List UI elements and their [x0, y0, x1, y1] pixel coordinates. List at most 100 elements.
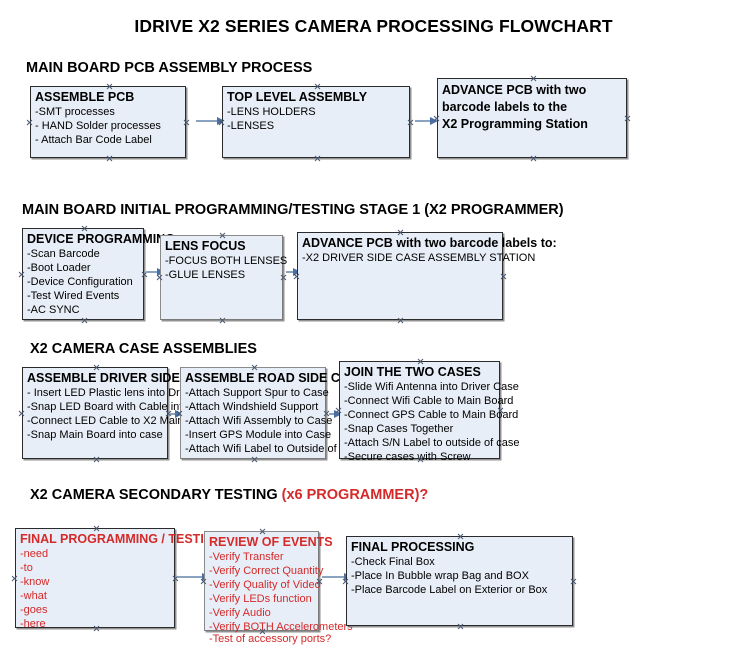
box-join-the-two-cases[interactable]: JOIN THE TWO CASES -Slide Wifi Antenna i…: [339, 358, 520, 463]
box-line: -Test Wired Events: [27, 290, 120, 302]
section-heading-x2-camera-secondary-testing: X2 CAMERA SECONDARY TESTING (x6 PROGRAMM…: [30, 487, 428, 503]
box-advance-pcb-driver-side[interactable]: ADVANCE PCB with two barcode labels to: …: [297, 229, 557, 320]
section-heading-main-board-initial-programming: MAIN BOARD INITIAL PROGRAMMING/TESTING S…: [22, 202, 564, 218]
connector-handle-top[interactable]: [81, 225, 88, 232]
box-line: -LENS HOLDERS: [227, 106, 316, 118]
connector-handle-bottom[interactable]: [397, 317, 404, 324]
connector-handle-right[interactable]: [183, 119, 190, 126]
box-line: -Verify Correct Quantity: [209, 565, 324, 577]
connector-handle-bottom[interactable]: [81, 317, 88, 324]
box-final-programming-testing[interactable]: FINAL PROGRAMMING / TESTING -need -to -k…: [15, 525, 223, 630]
section-heading-red-suffix: (x6 PROGRAMMER)?: [281, 487, 429, 503]
box-assemble-pcb[interactable]: ASSEMBLE PCB -SMT processes - HAND Solde…: [30, 86, 186, 158]
arrow-top-level-to-advance-pcb: [415, 116, 438, 125]
box-advance-pcb-programming-station[interactable]: ADVANCE PCB with two barcode labels to t…: [437, 78, 627, 158]
connector-handle-right[interactable]: [280, 274, 287, 281]
box-line: -Verify Transfer: [209, 551, 284, 563]
section-heading-text: MAIN BOARD INITIAL PROGRAMMING/TESTING S…: [22, 202, 564, 218]
box-line: -LENSES: [227, 120, 275, 132]
connector-handle-bottom[interactable]: [93, 456, 100, 463]
box-title: ASSEMBLE DRIVER SIDE CASE: [27, 371, 219, 385]
connector-handle-left[interactable]: [18, 271, 25, 278]
box-line: - Attach Bar Code Label: [35, 134, 152, 146]
box-line: -AC SYNC: [27, 304, 80, 316]
connector-handle-left[interactable]: [18, 410, 25, 417]
box-line: -Verify Audio: [209, 607, 271, 619]
connector-handle-top[interactable]: [397, 229, 404, 236]
box-title: REVIEW OF EVENTS: [209, 535, 333, 549]
arrow-lens-focus-to-advance-pcb-driver: [286, 267, 301, 276]
box-line: -Attach Wifi Assembly to Case: [185, 415, 333, 427]
connector-handle-top[interactable]: [93, 525, 100, 532]
box-line: -Verify LEDs function: [209, 593, 312, 605]
connector-handle-top[interactable]: [314, 83, 321, 90]
box-lens-focus[interactable]: LENS FOCUS -FOCUS BOTH LENSES -GLUE LENS…: [160, 232, 288, 320]
connector-handle-right[interactable]: [570, 578, 577, 585]
box-assemble-driver-side-case[interactable]: ASSEMBLE DRIVER SIDE CASE - Insert LED P…: [22, 364, 227, 459]
connector-handle-top[interactable]: [251, 364, 258, 371]
connector-handle-top[interactable]: [93, 364, 100, 371]
connector-handle-bottom[interactable]: [219, 317, 226, 324]
arrow-driver-case-to-road-case: [170, 409, 183, 418]
connector-handle-bottom[interactable]: [314, 155, 321, 162]
box-title: FINAL PROCESSING: [351, 540, 475, 554]
arrow-review-to-final-processing: [322, 572, 352, 581]
box-line: -goes: [20, 604, 48, 616]
connector-handle-bottom[interactable]: [106, 155, 113, 162]
box-title: LENS FOCUS: [165, 239, 246, 253]
connector-handle-left[interactable]: [11, 575, 18, 582]
box-line: -Snap Cases Together: [344, 423, 454, 435]
box-line: -Place Barcode Label on Exterior or Box: [351, 584, 548, 596]
connector-handle-right[interactable]: [624, 115, 631, 122]
box-line: -know: [20, 576, 50, 588]
box-line: -Snap LED Board with Cable into Case: [27, 401, 218, 413]
arrow-road-case-to-join-cases: [329, 409, 342, 418]
box-line: -GLUE LENSES: [165, 269, 246, 281]
connector-handle-bottom[interactable]: [457, 623, 464, 630]
page-title: IDRIVE X2 SERIES CAMERA PROCESSING FLOWC…: [134, 16, 613, 36]
box-title: FINAL PROGRAMMING / TESTING: [20, 532, 223, 546]
box-title: ADVANCE PCB with two barcode labels to:: [302, 236, 557, 250]
box-line: -Attach Windshield Support: [185, 401, 319, 413]
box-line: -SMT processes: [35, 106, 115, 118]
box-line: -Device Configuration: [27, 276, 133, 288]
connector-handle-top[interactable]: [259, 528, 266, 535]
connector-handle-top[interactable]: [530, 75, 537, 82]
box-line: - Insert LED Plastic lens into Driver Ca…: [27, 387, 227, 399]
section-heading-text: X2 CAMERA SECONDARY TESTING: [30, 487, 282, 503]
box-line: -Secure cases with Screw: [344, 451, 471, 463]
box-line: - HAND Solder processes: [35, 120, 161, 132]
connector-handle-top[interactable]: [219, 232, 226, 239]
connector-handle-bottom[interactable]: [530, 155, 537, 162]
box-line: -Verify BOTH Accelerometers: [209, 621, 353, 633]
box-line: -Attach Wifi Label to Outside of Case: [185, 443, 366, 455]
box-title: DEVICE PROGRAMMING: [27, 232, 175, 246]
box-title: JOIN THE TWO CASES: [344, 365, 481, 379]
connector-handle-top[interactable]: [417, 358, 424, 365]
box-title: ASSEMBLE PCB: [35, 90, 135, 104]
connector-handle-right[interactable]: [407, 119, 414, 126]
box-assemble-road-side-case[interactable]: ASSEMBLE ROAD SIDE CASE -Attach Support …: [180, 364, 366, 459]
connector-handle-bottom[interactable]: [251, 456, 258, 463]
box-device-programming[interactable]: DEVICE PROGRAMMING -Scan Barcode -Boot L…: [22, 225, 175, 320]
box-overflow-line: -Test of accessory ports?: [209, 633, 332, 645]
box-top-level-assembly[interactable]: TOP LEVEL ASSEMBLY -LENS HOLDERS -LENSES: [222, 86, 410, 158]
box-line: -Connect GPS Cable to Main Board: [344, 409, 519, 421]
section-heading-x2-camera-case-assemblies: X2 CAMERA CASE ASSEMBLIES: [30, 341, 257, 357]
box-line: -need: [20, 548, 49, 560]
box-line: -FOCUS BOTH LENSES: [165, 255, 288, 267]
box-final-processing[interactable]: FINAL PROCESSING -Check Final Box -Place…: [346, 536, 573, 626]
box-line: -to: [20, 562, 33, 574]
connector-handle-left[interactable]: [26, 119, 33, 126]
box-line: -Snap Main Board into case: [27, 429, 163, 441]
box-line: -Check Final Box: [351, 556, 435, 568]
connector-handle-top[interactable]: [457, 533, 464, 540]
box-line: -Attach S/N Label to outside of case: [344, 437, 520, 449]
connector-handle-right[interactable]: [500, 273, 507, 280]
box-title: TOP LEVEL ASSEMBLY: [227, 90, 368, 104]
arrow-final-programming-to-review: [177, 572, 210, 581]
connector-handle-top[interactable]: [106, 83, 113, 90]
box-review-of-events[interactable]: REVIEW OF EVENTS -Verify Transfer -Verif…: [204, 528, 353, 645]
arrow-assemble-pcb-to-top-level: [196, 116, 225, 125]
